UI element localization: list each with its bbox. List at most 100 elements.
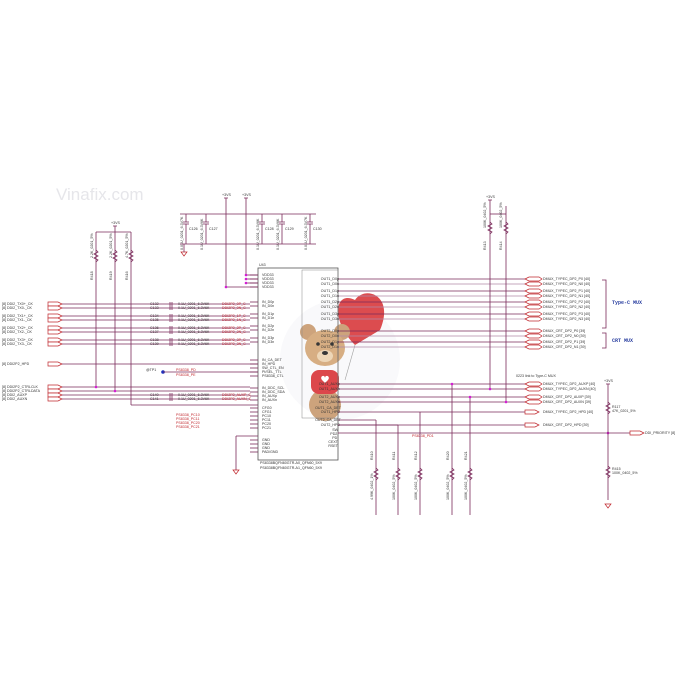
offpage-connector (524, 422, 540, 428)
pin-label: OUT1_D2n (321, 305, 339, 309)
net-label-red: PS8338_PC21 (176, 425, 200, 429)
junction-dot (450, 382, 454, 386)
cap-value: 0.1U_0201_6.3V6K (178, 318, 210, 322)
offpage-connector (47, 392, 63, 398)
chip-inner-block (301, 269, 339, 419)
pin-label: PC11 (262, 418, 271, 422)
resistor-symbol (467, 467, 473, 481)
pin-label: IN_D3p (262, 336, 274, 340)
offpage-connector (47, 325, 63, 331)
test-point-label: @TP1 (146, 368, 156, 372)
cap-value: 0.1U_0201_6.3V6K (178, 330, 210, 334)
net-label-red: DDI2P2_0N_C (222, 306, 246, 310)
junction-dot (244, 281, 248, 285)
pin-label: OUT1_AUXn (319, 387, 340, 391)
power-label: +3VS (486, 195, 495, 199)
pin-label: OUT1_D3p (321, 312, 339, 316)
offpage-connector (47, 341, 63, 347)
cap-value: 0.1U_0201_6.3V6K (178, 302, 210, 306)
offpage-connector (524, 386, 543, 392)
pin-label: PI/SEL_TTL (262, 370, 282, 374)
net-label-red: PS8338_PC10 (176, 413, 200, 417)
net-label: [8] DDI2_TX0-_CK (2, 306, 33, 310)
net-label: [8] DDI2P2_HPD (2, 362, 30, 366)
pin-label: OUT1_D0n (321, 282, 339, 286)
ground-icon (232, 469, 240, 475)
net-label-red: DDI2P2_3N_C (222, 342, 246, 346)
power-symbol (244, 197, 248, 204)
pin-label: CEXT (328, 440, 338, 444)
pin-label: OUT2_D0n (321, 334, 339, 338)
pin-label: IN_DDC_SDA (262, 390, 285, 394)
pin-label: PAD/GND (262, 450, 279, 454)
pin-label: IN_D0p (262, 300, 274, 304)
resistor-value: 4.99K_0402_1% (370, 473, 374, 500)
offpage-connector (524, 399, 543, 405)
offpage-connector (47, 361, 63, 367)
net-label: [8] DDI2_TX2+_CK (2, 326, 33, 330)
cap-ref: C139 (150, 342, 159, 346)
pin-label: CFG0 (262, 406, 272, 410)
cap-value: 0.1U_0201_6.3V6K (256, 218, 260, 250)
resistor-value: 100K_0402_5% (446, 474, 450, 500)
junction-dot (113, 389, 117, 393)
pin-label: VDD33 (262, 281, 274, 285)
net-label: DMUX_TYPEC_DP2_P2 [40] (543, 300, 590, 304)
resistor-ref: R415 (612, 467, 621, 471)
power-symbol (224, 197, 228, 204)
pin-label: CFG1 (262, 410, 272, 414)
cap-value: 0.1U_0201_6.3V6K (178, 326, 210, 330)
offpage-connector (524, 339, 543, 345)
net-label-red: DDI2P2_2N_C (222, 330, 246, 334)
cap-ref: C129 (285, 227, 294, 231)
resistor-ref: R413 (483, 241, 487, 250)
offpage-connector (524, 293, 543, 299)
resistor-ref: R416 (125, 271, 129, 280)
cap-value: 0.01U_0201_6.3V7K (304, 216, 308, 250)
resistor-symbol (487, 221, 493, 235)
net-label-red: DDI2P2_AUXP_C (222, 393, 251, 397)
chip-part-a1: PS8338BQFN60GTR-A1_QFN60_5X9 (260, 466, 322, 470)
junction-dot (504, 400, 508, 404)
resistor-value: 4.7K_0201_5% (125, 233, 129, 258)
offpage-connector (524, 381, 543, 387)
resistor-symbol (449, 467, 455, 481)
offpage-connector (524, 316, 543, 322)
offpage-connector (47, 317, 63, 323)
junction-dot (488, 387, 492, 391)
pin-label: PC21 (262, 426, 271, 430)
net-label: DMUX_CRT_DP2_P1 [39] (543, 340, 585, 344)
cap-ref: C141 (150, 397, 159, 401)
offpage-connector (524, 281, 543, 287)
pin-label: OUT1_D0p (321, 277, 339, 281)
net-label: [8] DDI2_TX3+_CK (2, 338, 33, 342)
net-label-red: DDI2P2_0P_C (222, 302, 246, 306)
junction-dot (468, 395, 472, 399)
resistor-ref: R420 (446, 451, 450, 460)
net-label: DMUX_TYPEC_DP2_P0 [40] (543, 277, 590, 281)
resistor-value: 100K_0402_5% (392, 474, 396, 500)
cap-ref: C126 (189, 227, 198, 231)
net-label: [8] DDI2_AUXP (2, 393, 28, 397)
resistor-symbol (93, 249, 99, 263)
cap-ref: C130 (313, 227, 322, 231)
resistor-value: 2.2K_0201_5% (109, 233, 113, 258)
net-label: DMUX_TYPEC_DP2_N1 [40] (543, 294, 590, 298)
net-label: [8] DDI2_TX1-_CK (2, 318, 33, 322)
offpage-connector (47, 396, 63, 402)
note-label: 0223 link to Type-C MUX (516, 374, 556, 378)
group-label-crt: CRT MUX (612, 338, 633, 344)
cap-value: 0.1U_0201_6.3V6K (178, 306, 210, 310)
pin-label: PC10 (262, 414, 271, 418)
pin-label: OUT1_CA_DET (315, 406, 342, 410)
resistor-ref: R410 (370, 451, 374, 460)
junction-dot (244, 277, 248, 281)
pin-label: GND (262, 446, 270, 450)
net-label: DMUX_CRT_DP2_AUXP [39] (543, 395, 591, 399)
resistor-symbol (128, 249, 134, 263)
pin-label: RSET (328, 444, 338, 448)
cap-ref: C135 (150, 318, 159, 322)
offpage-connector (629, 430, 645, 436)
